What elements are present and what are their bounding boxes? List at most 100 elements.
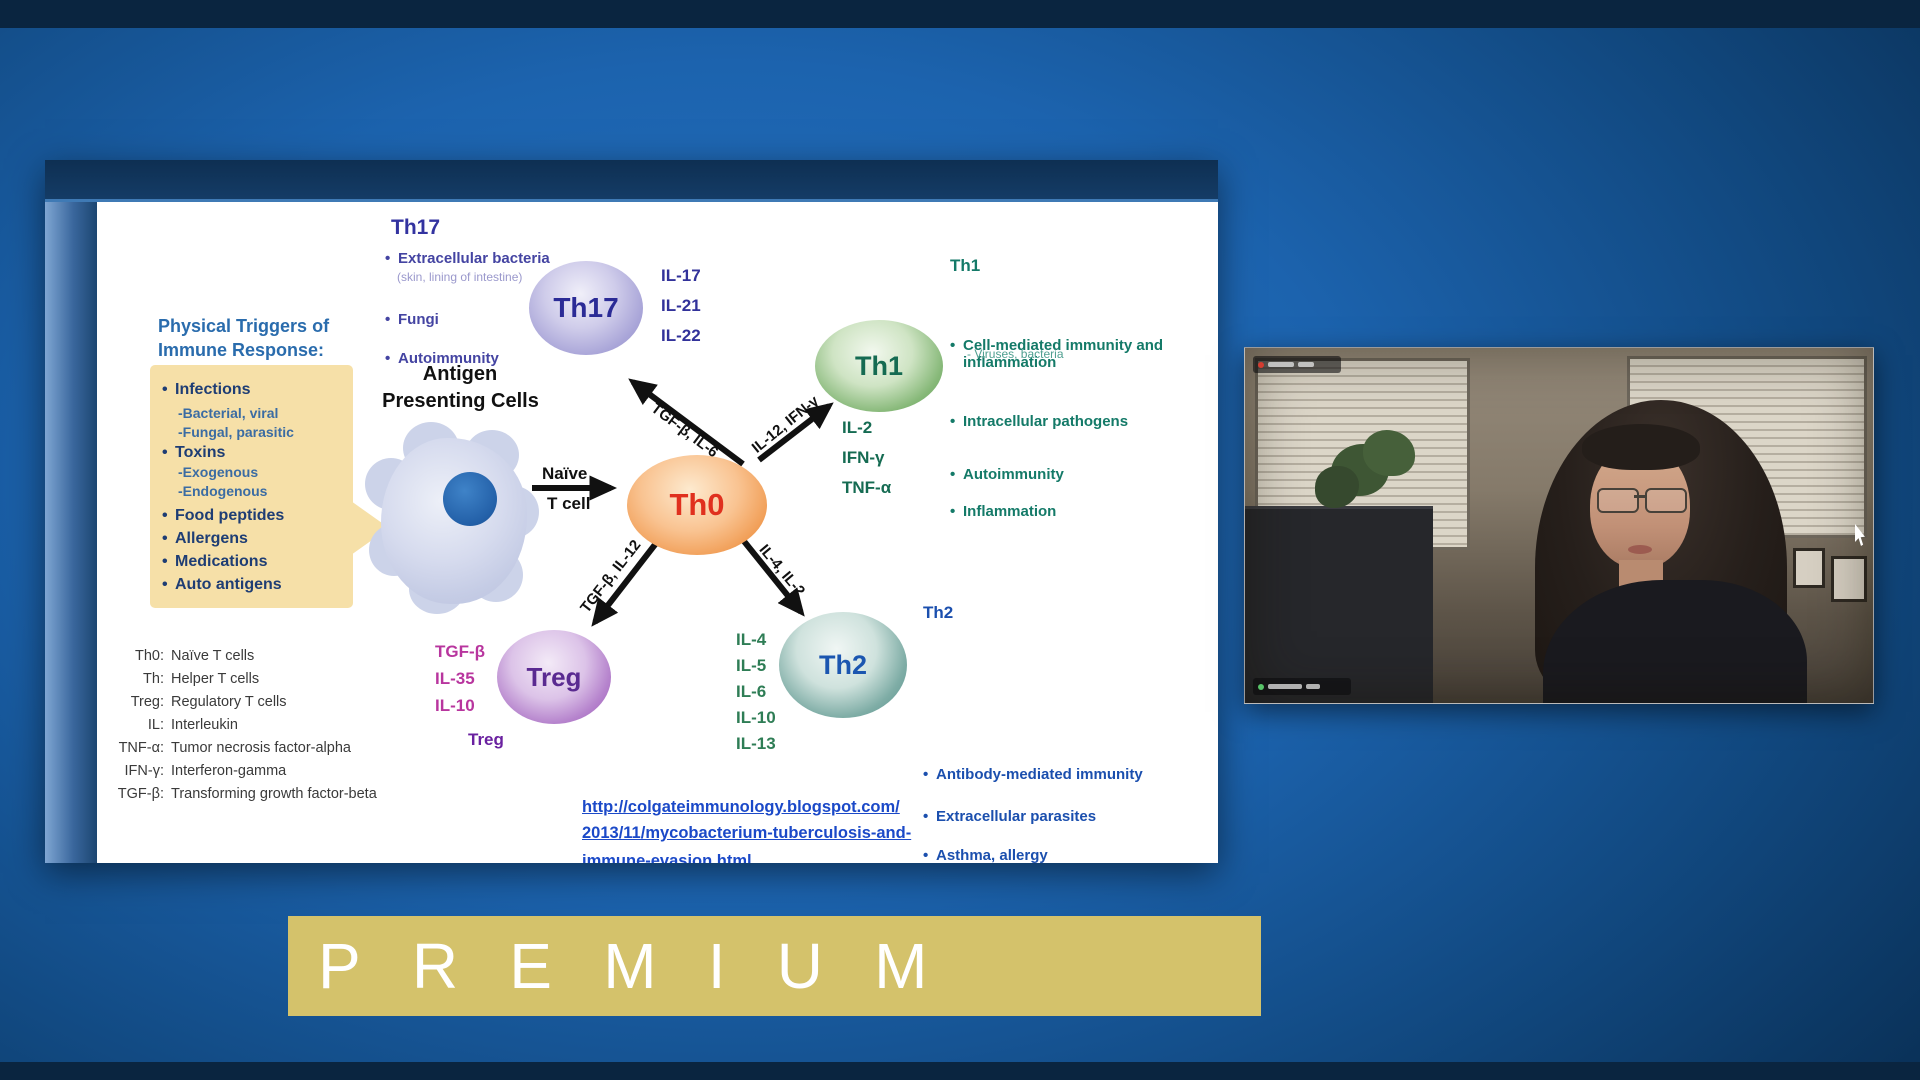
- plant: [1315, 466, 1359, 508]
- th2-cell: Th2: [779, 612, 907, 718]
- picture-frame: [1793, 548, 1825, 588]
- legend-def: Regulatory T cells: [171, 694, 287, 710]
- th17-bullet-2: Fungi: [385, 311, 1218, 328]
- legend-def: Interferon-gamma: [171, 763, 287, 779]
- triggers-title-line2: Immune Response:: [158, 340, 325, 360]
- legend-def: Tumor necrosis factor-alpha: [171, 740, 351, 756]
- th2-cytokine: IL-5: [736, 656, 767, 675]
- glasses-right-lens: [1645, 488, 1687, 513]
- trigger-subitem: -Exogenous: [178, 464, 259, 480]
- slide-top-band: [45, 160, 1218, 202]
- webcam-video-tile[interactable]: [1244, 347, 1874, 704]
- th1-cytokine: TNF-α: [842, 478, 892, 497]
- th2-cytokine: IL-10: [736, 708, 776, 727]
- legend-row: TGF-β: Transforming growth factor-beta: [92, 786, 377, 802]
- legend-row: Th0: Naïve T cells: [92, 648, 254, 664]
- th2-panel-bullet-2: Extracellular parasites: [923, 808, 1218, 825]
- th1-panel-bullet-4: Inflammation: [950, 503, 1218, 520]
- th1-panel-bullet-3: Autoimmunity: [950, 466, 1218, 483]
- th2-cytokine: IL-13: [736, 734, 776, 753]
- mic-dot-icon: [1258, 683, 1264, 690]
- legend-row: Treg: Regulatory T cells: [92, 694, 287, 710]
- label-bar: [1268, 362, 1294, 367]
- slide-left-accent-bar: [45, 160, 97, 863]
- trigger-item: Toxins: [162, 444, 225, 462]
- treg-panel-heading: Treg: [468, 730, 504, 749]
- label-bar: [1298, 362, 1314, 367]
- top-letterbox-band: [0, 0, 1920, 28]
- th2-panel-heading: Th2: [923, 603, 954, 622]
- th2-cytokine: IL-6: [736, 682, 767, 701]
- triggers-title-line1: Physical Triggers of: [158, 316, 330, 336]
- plant: [1363, 430, 1415, 476]
- naive-label-line2: T cell: [547, 494, 591, 513]
- trigger-item: Infections: [162, 381, 251, 399]
- th2-cytokine: IL-4: [736, 630, 767, 649]
- bottom-letterbox-band: [0, 1062, 1920, 1080]
- th2-panel-bullet-3: Asthma, allergy: [923, 847, 1218, 863]
- th17-bullet-1: Extracellular bacteria: [385, 250, 1218, 267]
- recording-indicator: [1253, 356, 1341, 373]
- presenter-torso: [1543, 580, 1807, 703]
- treg-cytokine: TGF-β: [435, 642, 486, 661]
- treg-cytokine: IL-10: [435, 696, 475, 715]
- th17-cell: Th17: [529, 261, 643, 355]
- legend-row: IFN-γ: Interferon-gamma: [92, 763, 287, 779]
- legend-row: IL: Interleukin: [92, 717, 238, 733]
- th17-cytokine: IL-22: [661, 326, 701, 345]
- th17-bullet-3: Autoimmunity: [385, 350, 1218, 367]
- legend-abbr: Th:: [143, 671, 164, 687]
- trigger-subitem: -Bacterial, viral: [178, 405, 279, 421]
- label-bar: [1268, 684, 1302, 689]
- legend-row: TNF-α: Tumor necrosis factor-alpha: [92, 740, 351, 756]
- th0-cell: Th0: [627, 455, 767, 555]
- glasses-left-lens: [1597, 488, 1639, 513]
- source-link-line1[interactable]: http://colgateimmunology.blogspot.com/: [582, 798, 900, 816]
- legend-abbr: TNF-α:: [118, 740, 164, 756]
- apc-nucleus: [443, 472, 497, 526]
- legend-def: Helper T cells: [171, 671, 260, 687]
- th1-panel-bullet-2: Intracellular pathogens: [950, 413, 1218, 430]
- th1-cytokine: IL-2: [842, 418, 873, 437]
- legend-abbr: IFN-γ:: [124, 763, 164, 779]
- treg-cell: Treg: [497, 630, 611, 724]
- diagram-arrows: [532, 378, 834, 627]
- mouse-pointer-icon: [1855, 524, 1865, 546]
- trigger-item: Medications: [162, 553, 267, 571]
- trigger-item: Allergens: [162, 530, 248, 548]
- presenter-mouth: [1628, 545, 1652, 554]
- legend-def: Naïve T cells: [171, 648, 255, 664]
- source-link-line2[interactable]: 2013/11/mycobacterium-tuberculosis-and-: [582, 824, 912, 842]
- legend-abbr: Treg:: [130, 694, 164, 710]
- th1-panel-bullet-1: Cell-mediated immunity and inflammation: [950, 337, 1188, 371]
- legend-def: Transforming growth factor-beta: [171, 786, 377, 802]
- treg-cytokine: IL-35: [435, 669, 475, 688]
- apc-title-line1: Antigen: [422, 363, 498, 385]
- trigger-item: Food peptides: [162, 507, 284, 525]
- glasses-bridge: [1634, 495, 1646, 498]
- naive-label-line1: Naïve: [542, 464, 588, 483]
- webcam-vignette: [1245, 348, 1873, 703]
- label-bar: [1306, 684, 1320, 689]
- recording-dot-icon: [1258, 361, 1264, 368]
- picture-frame: [1831, 556, 1867, 602]
- trigger-subitem: -Endogenous: [178, 483, 268, 499]
- legend-abbr: Th0:: [134, 648, 164, 664]
- th1-panel-bullet-2-sub: - Viruses, bacteria: [967, 347, 1064, 361]
- premium-watermark-text: PREMIUM: [318, 930, 979, 1002]
- shared-slide: Th17 Extracellular bacteria (skin, linin…: [45, 160, 1218, 863]
- legend-row: Th: Helper T cells: [92, 671, 259, 687]
- th17-cytokine: IL-21: [661, 296, 701, 315]
- th17-cytokine: IL-17: [661, 266, 701, 285]
- apc-title-line2: Presenting Cells: [382, 390, 539, 412]
- cabinet: [1245, 506, 1433, 703]
- th17-note: (skin, lining of intestine): [397, 270, 523, 284]
- premium-watermark-banner: PREMIUM: [288, 916, 1261, 1016]
- th1-panel-heading: Th1: [950, 256, 981, 275]
- th2-panel-bullet-1: Antibody-mediated immunity: [923, 766, 1218, 783]
- trigger-item: Auto antigens: [162, 576, 282, 594]
- mic-indicator: [1253, 678, 1351, 695]
- th17-heading: Th17: [391, 216, 441, 239]
- source-link-line3-clipped[interactable]: immune-evasion.html: [582, 852, 752, 863]
